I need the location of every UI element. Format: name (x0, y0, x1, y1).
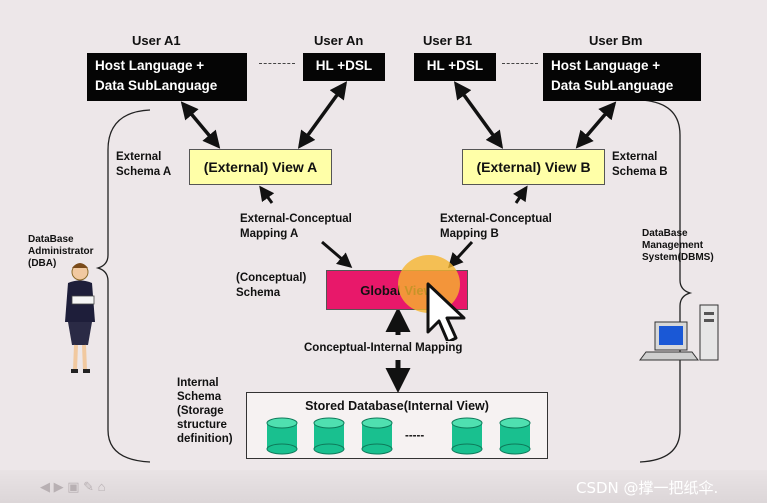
arrow-a1-viewa (180, 101, 221, 149)
label-line: System(DBMS) (642, 252, 714, 263)
hl-dsl-box-an: HL +DSL (303, 53, 385, 81)
label-line: definition) (177, 433, 233, 445)
conceptual-schema-label: (Conceptual) Schema (236, 271, 306, 301)
db-cylinder-icon (313, 417, 345, 455)
toolbar-icons[interactable]: ◀ ▶ ▣ ✎ ⌂ (40, 479, 106, 494)
user-an-label: User An (314, 33, 364, 48)
stored-database-title: Stored Database(Internal View) (305, 399, 489, 413)
label-line: Administrator (28, 246, 94, 257)
right-brace (639, 99, 693, 463)
db-cylinder-icon (361, 417, 393, 455)
internal-schema-label: Internal Schema (Storage structure defin… (177, 376, 233, 446)
external-view-a-box: (External) View A (189, 149, 332, 185)
host-language-box-a1: Host Language + Data SubLanguage (87, 53, 247, 101)
label-line: Mapping B (440, 228, 499, 240)
ci-mapping-label: Conceptual-Internal Mapping (302, 341, 465, 356)
stored-database-box: Stored Database(Internal View) ----- (246, 392, 548, 459)
user-bm-label: User Bm (589, 33, 643, 48)
dba-person-figure (65, 263, 95, 373)
label-line: Schema (177, 391, 222, 403)
arrow-viewa-up (259, 185, 275, 204)
watermark-text: CSDN @撑一把纸伞. (576, 479, 719, 497)
label-line: (Conceptual) (236, 272, 307, 284)
label-line: External (116, 151, 162, 163)
external-schema-a-label: External Schema A (116, 150, 171, 180)
label-line: Schema B (612, 166, 668, 178)
external-schema-b-label: External Schema B (612, 150, 668, 180)
db-cylinder-icon (499, 417, 531, 455)
host-language-line: Host Language + (551, 58, 661, 73)
arrow-mapb-global (447, 240, 474, 269)
arrow-b1-viewb (453, 81, 504, 149)
arrow-bm-viewb (575, 101, 617, 149)
arrow-an-viewa (297, 81, 348, 149)
ec-mapping-b-label: External-Conceptual Mapping B (440, 212, 552, 242)
label-line: DataBase (28, 234, 74, 245)
label-line: DataBase (642, 228, 688, 239)
user-a1-label: User A1 (132, 33, 181, 48)
host-language-line: Host Language + (95, 58, 205, 73)
label-line: Mapping A (240, 228, 299, 240)
db-cylinder-icon (266, 417, 298, 455)
label-line: External-Conceptual (240, 213, 352, 225)
dba-label: DataBase Administrator (DBA) (28, 234, 94, 270)
db-cylinder-icon (451, 417, 483, 455)
database-cylinders (266, 417, 531, 455)
user-b1-label: User B1 (423, 33, 473, 48)
dbms-label: DataBase Management System(DBMS) (642, 228, 714, 264)
label-line: Internal (177, 377, 219, 389)
computer-icon (639, 304, 719, 361)
dash-separator-a (259, 63, 295, 64)
label-line: (Storage (177, 405, 224, 417)
bottom-toolbar: ◀ ▶ ▣ ✎ ⌂ (0, 470, 767, 503)
mouse-pointer-icon (426, 282, 466, 344)
label-line: structure (177, 419, 227, 431)
data-sublanguage-line: Data SubLanguage (95, 78, 218, 93)
label-line: External (612, 151, 658, 163)
ec-mapping-a-label: External-Conceptual Mapping A (240, 212, 352, 242)
label-line: Schema A (116, 166, 172, 178)
left-brace (95, 109, 151, 463)
label-line: (DBA) (28, 258, 57, 269)
dash-separator-b (502, 63, 538, 64)
arrow-mapa-global (321, 240, 353, 268)
label-line: Schema (236, 287, 281, 299)
host-language-box-bm: Host Language + Data SubLanguage (543, 53, 701, 101)
label-line: External-Conceptual (440, 213, 552, 225)
external-view-b-box: (External) View B (462, 149, 605, 185)
db-separator: ----- (405, 430, 425, 442)
hl-dsl-box-b1: HL +DSL (414, 53, 496, 81)
data-sublanguage-line: Data SubLanguage (551, 78, 674, 93)
arrow-viewb-up (513, 185, 528, 204)
label-line: Management (642, 240, 704, 251)
